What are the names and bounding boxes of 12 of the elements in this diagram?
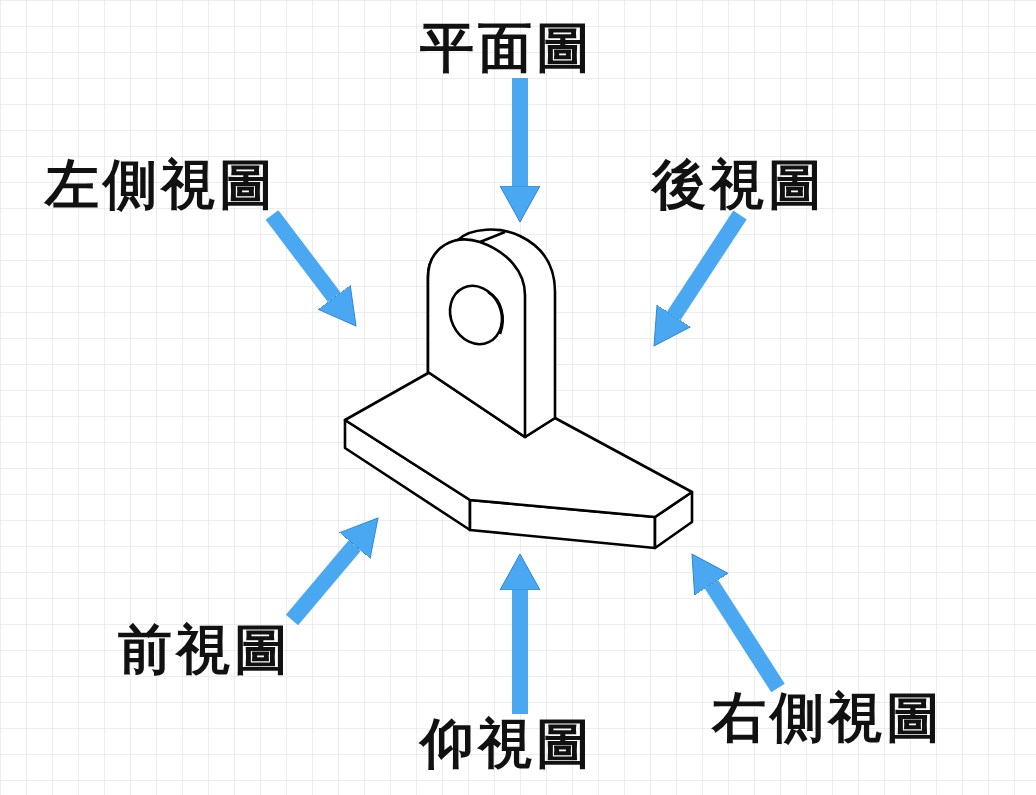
view-label: 仰視圖: [420, 714, 594, 774]
arrow: [265, 210, 357, 327]
view-label: 平面圖: [420, 18, 594, 78]
arrow: [691, 553, 785, 693]
view-label: 前視圖: [118, 620, 292, 680]
view-label: 右側視圖: [712, 688, 944, 748]
view-label: 左側視圖: [45, 155, 277, 215]
view-label: 後視圖: [652, 155, 826, 215]
arrow: [499, 78, 541, 223]
arrow: [285, 517, 379, 626]
arrow: [499, 553, 541, 714]
arrow: [653, 210, 747, 347]
